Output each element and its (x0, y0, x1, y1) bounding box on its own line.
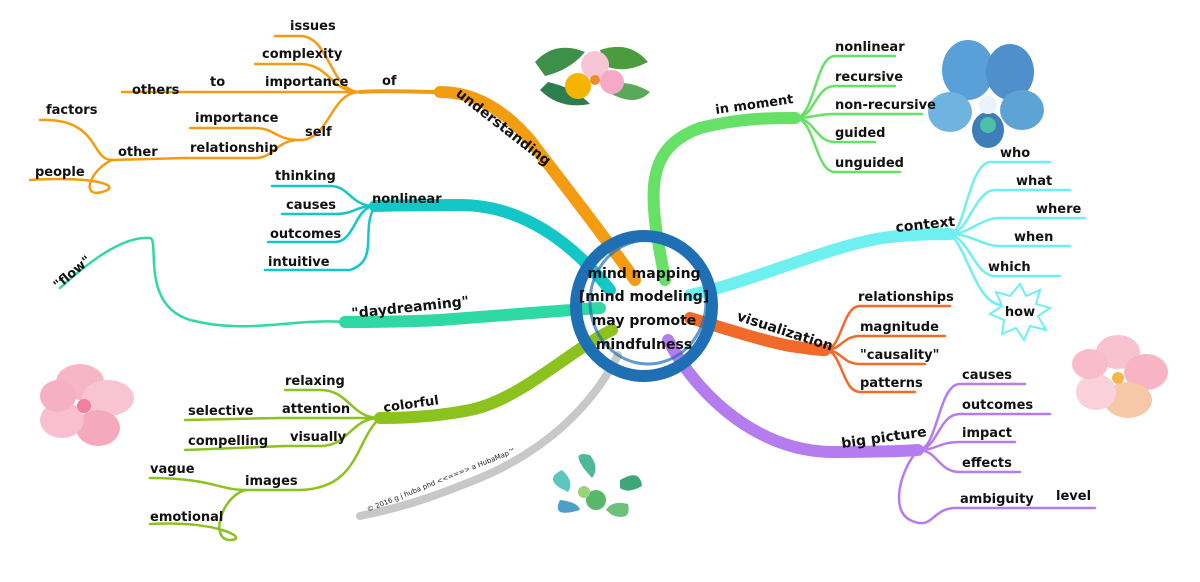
node-recursive: recursive (835, 70, 903, 85)
blue-orchid-icon (928, 40, 1044, 148)
node-guided: guided (835, 126, 885, 141)
node-relationship: relationship (190, 141, 278, 156)
node-magnitude: magnitude (860, 320, 939, 335)
node-causes-nonlinear: causes (286, 198, 336, 213)
node-relaxing: relaxing (285, 374, 345, 389)
branch-daydreaming-line (339, 302, 606, 328)
branches (339, 86, 956, 520)
branch-visualization-line (684, 312, 831, 356)
branch-understanding-line (434, 86, 641, 286)
branch-context-label: context (895, 214, 956, 236)
center-ring (570, 230, 718, 382)
tropical-leaves-icon (552, 454, 642, 517)
center-topic: mind mapping [mind modeling] may promote… (579, 266, 709, 353)
center-line-3: may promote (592, 313, 697, 329)
node-where: where (1036, 202, 1081, 217)
node-non-recursive: non-recursive (835, 98, 936, 113)
node-self: self (305, 125, 332, 140)
node-flow: "flow" (51, 253, 94, 293)
node-level: level (1056, 489, 1091, 504)
node-importance: importance (265, 75, 349, 90)
node-other: other (118, 145, 158, 160)
branch-in-moment-line (647, 112, 801, 286)
node-self-importance: importance (195, 111, 279, 126)
tropical-flowers-icon (535, 46, 650, 106)
understanding-labels: understanding of issues complexity impor… (35, 19, 553, 180)
nonlinear-labels: nonlinear thinking causes outcomes intui… (268, 169, 442, 270)
node-causes-big: causes (962, 368, 1012, 383)
how-starburst-shape (987, 282, 1053, 343)
node-selective: selective (188, 404, 254, 419)
node-when: when (1014, 230, 1053, 245)
node-factors: factors (46, 103, 98, 118)
node-compelling: compelling (188, 434, 268, 449)
node-outcomes-big: outcomes (962, 398, 1033, 413)
center-line-4: mindfulness (596, 337, 692, 353)
node-effects: effects (962, 456, 1012, 471)
pink-hibiscus-right-icon (1072, 335, 1168, 418)
copyright-text: © 2016 g j huba phd <<===> a HubaMap™ (366, 447, 517, 514)
node-which: which (988, 260, 1031, 275)
node-impact: impact (962, 426, 1012, 441)
node-visually: visually (290, 430, 347, 445)
node-images: images (245, 474, 298, 489)
node-issues: issues (290, 19, 336, 34)
branch-big-picture-line (662, 334, 924, 459)
context-labels: context who what where when which how (895, 146, 1082, 320)
branch-copyright-line (356, 351, 622, 520)
node-emotional: emotional (150, 510, 223, 525)
branch-nonlinear-label: nonlinear (372, 192, 442, 207)
node-attention: attention (282, 402, 350, 417)
node-who: who (1000, 146, 1030, 161)
node-ambiguity: ambiguity (960, 492, 1034, 507)
node-nonlinear-moment: nonlinear (835, 40, 905, 55)
node-what: what (1016, 174, 1052, 189)
node-relationships: relationships (858, 290, 954, 305)
center-line-2: [mind modeling] (579, 289, 709, 305)
node-unguided: unguided (835, 156, 904, 171)
big-picture-labels: big picture causes outcomes impact effec… (840, 368, 1091, 507)
node-thinking: thinking (275, 169, 336, 184)
pink-hibiscus-left-icon (40, 364, 134, 446)
node-outcomes-nonlinear: outcomes (270, 227, 341, 242)
node-complexity: complexity (262, 47, 343, 62)
node-to: to (210, 75, 225, 90)
branch-understanding-label: understanding (453, 86, 554, 170)
node-intuitive: intuitive (268, 255, 330, 270)
center-line-1: mind mapping (587, 266, 700, 282)
sub-branches (28, 34, 1097, 542)
node-of: of (382, 74, 397, 89)
colorful-labels: colorful relaxing attention selective vi… (150, 374, 440, 525)
node-vague: vague (150, 462, 195, 477)
node-people: people (35, 165, 85, 180)
branch-nonlinear-line (369, 198, 616, 296)
branch-colorful-line (374, 324, 618, 424)
in-moment-labels: in moment nonlinear recursive non-recurs… (714, 40, 936, 171)
node-how: how (1005, 305, 1035, 320)
node-patterns: patterns (860, 376, 923, 391)
branch-context-line (684, 228, 956, 301)
node-others: others (132, 83, 180, 98)
node-causality: "causality" (860, 348, 939, 363)
